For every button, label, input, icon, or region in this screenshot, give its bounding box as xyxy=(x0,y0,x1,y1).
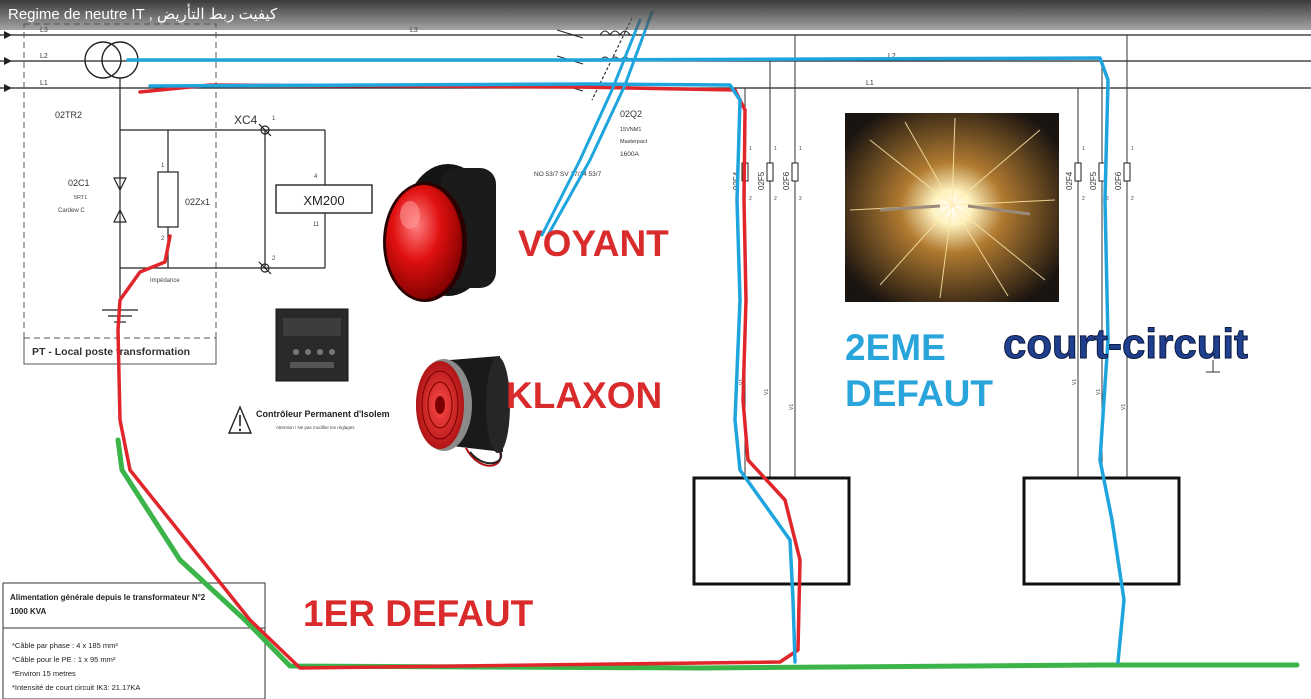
line-label-l2: L2 xyxy=(40,53,48,60)
line-label-l3-mid: L3 xyxy=(410,27,418,34)
xc4-pin-1: 1 xyxy=(272,116,276,122)
defaut2-label-line2: DEFAUT xyxy=(845,373,993,414)
line-label-l3: L3 xyxy=(40,27,48,34)
cpi-warning: Attention ! Ne pas modifier les réglages xyxy=(276,425,355,430)
info-item-1: *Câble par phase : 4 x 185 mm² xyxy=(12,641,118,650)
impedance-caption: Impédance xyxy=(150,278,180,284)
xc4-pin-2: 2 xyxy=(272,256,276,262)
feeder-left-pin-2a: 2 xyxy=(749,196,752,202)
impedance-label: 02Zx1 xyxy=(185,197,210,207)
cpi-title: Contrôleur Permanent d'Isolem xyxy=(256,409,390,419)
transformer-symbol xyxy=(84,41,139,130)
info-title-2: 1000 KVA xyxy=(10,607,47,616)
xm200-box xyxy=(275,184,373,214)
transformer-label: 02TR2 xyxy=(55,110,82,120)
red-fault-wire xyxy=(116,83,802,670)
green-pe-wire xyxy=(115,437,1300,671)
feeder-left-2: 02F5 xyxy=(757,171,766,190)
wire-tag-left-2: V1 xyxy=(764,389,770,395)
voyant-lamp-image xyxy=(383,164,496,302)
insulation-monitor-image xyxy=(275,308,349,382)
court-circuit-label: court-circuit xyxy=(1003,320,1248,367)
feeder-right-pin-1c: 1 xyxy=(1131,146,1134,152)
blue-short-circuit-wire-l1 xyxy=(148,82,797,664)
xc4-label: XC4 xyxy=(234,113,258,127)
defaut1-label: 1ER DEFAUT xyxy=(303,593,534,634)
feeder-right-3: 02F6 xyxy=(1114,171,1123,190)
line-label-l1-right: L1 xyxy=(866,80,874,87)
feeder-left-pin-1a: 1 xyxy=(749,146,752,152)
feeder-right-2: 02F5 xyxy=(1089,171,1098,190)
feeder-right-1: 02F4 xyxy=(1065,171,1074,190)
surge-arrester-type: Cardew C xyxy=(58,208,85,214)
blue-short-circuit-wire-l2 xyxy=(126,56,1126,664)
impedance-pin-2: 2 xyxy=(161,236,165,242)
blue-voyant-wire xyxy=(540,10,654,237)
surge-arrester-spec: 5RT1 xyxy=(74,195,87,201)
feeder-right-pin-1a: 1 xyxy=(1082,146,1085,152)
busbar-l3 xyxy=(0,31,1311,39)
klaxon-horn-image xyxy=(416,356,510,467)
line-label-l1: L1 xyxy=(40,80,48,87)
sparks-image xyxy=(845,113,1059,302)
video-title: Regime de neutre IT , كيفيت ربط التأريض xyxy=(0,0,1311,30)
feeder-left-pin-2c: 2 xyxy=(799,196,802,202)
feeder-right-pin-2a: 2 xyxy=(1082,196,1085,202)
breaker-spec1: 15VNM1 xyxy=(620,127,641,133)
load-box-left xyxy=(692,476,851,586)
klaxon-label: KLAXON xyxy=(506,375,662,416)
feeder-left-3: 02F6 xyxy=(782,171,791,190)
load-box-right xyxy=(1022,476,1181,586)
wire-tag-left-3: V1 xyxy=(789,404,795,410)
xm200-label: XM200 xyxy=(303,193,344,208)
feeder-left-pin-1b: 1 xyxy=(774,146,777,152)
info-box xyxy=(2,582,266,699)
impedance-symbol xyxy=(157,171,179,228)
breaker-spec2: Masterpact xyxy=(620,139,648,145)
xm200-pin-11: 11 xyxy=(313,222,320,228)
feeder-left-pin-2b: 2 xyxy=(774,196,777,202)
info-item-3: *Environ 15 metres xyxy=(12,669,76,678)
feeder-left-pin-1c: 1 xyxy=(799,146,802,152)
defaut2-label-line1: 2EME xyxy=(845,327,946,368)
xc4-connector-top xyxy=(258,123,272,137)
xc4-connector-bottom xyxy=(258,261,272,275)
pt-label: PT - Local poste transformation xyxy=(32,346,190,358)
info-item-4: *Intensité de court circuit IK3: 21.17KA xyxy=(12,683,140,692)
line-label-l2-right: L2 xyxy=(888,53,896,60)
breaker-label: 02Q2 xyxy=(620,109,642,119)
xm200-pin-4: 4 xyxy=(314,174,318,180)
surge-arrester-symbol xyxy=(113,177,127,223)
info-title-1: Alimentation générale depuis le transfor… xyxy=(10,593,206,602)
wire-tag-right-3: V1 xyxy=(1121,404,1127,410)
feeder-right-pin-2b: 2 xyxy=(1106,196,1109,202)
surge-arrester-label: 02C1 xyxy=(68,178,90,188)
ground-symbol-right xyxy=(1206,360,1220,373)
wire-tag-right-1: V1 xyxy=(1072,379,1078,385)
breaker-rating: 1600A xyxy=(620,151,639,158)
feeder-right-pin-2c: 2 xyxy=(1131,196,1134,202)
warning-icon xyxy=(227,405,253,434)
neutral-wiring xyxy=(102,129,326,323)
info-item-2: *Câble pour le PE : 1 x 95 mm² xyxy=(12,655,116,664)
feeder-fuses-right xyxy=(1074,162,1131,182)
voyant-label: VOYANT xyxy=(518,223,669,264)
impedance-pin-1: 1 xyxy=(161,163,165,169)
breaker-contacts: NO 53/7 SV 37/14 53/7 xyxy=(534,171,602,178)
wire-tag-right-2: V1 xyxy=(1096,389,1102,395)
